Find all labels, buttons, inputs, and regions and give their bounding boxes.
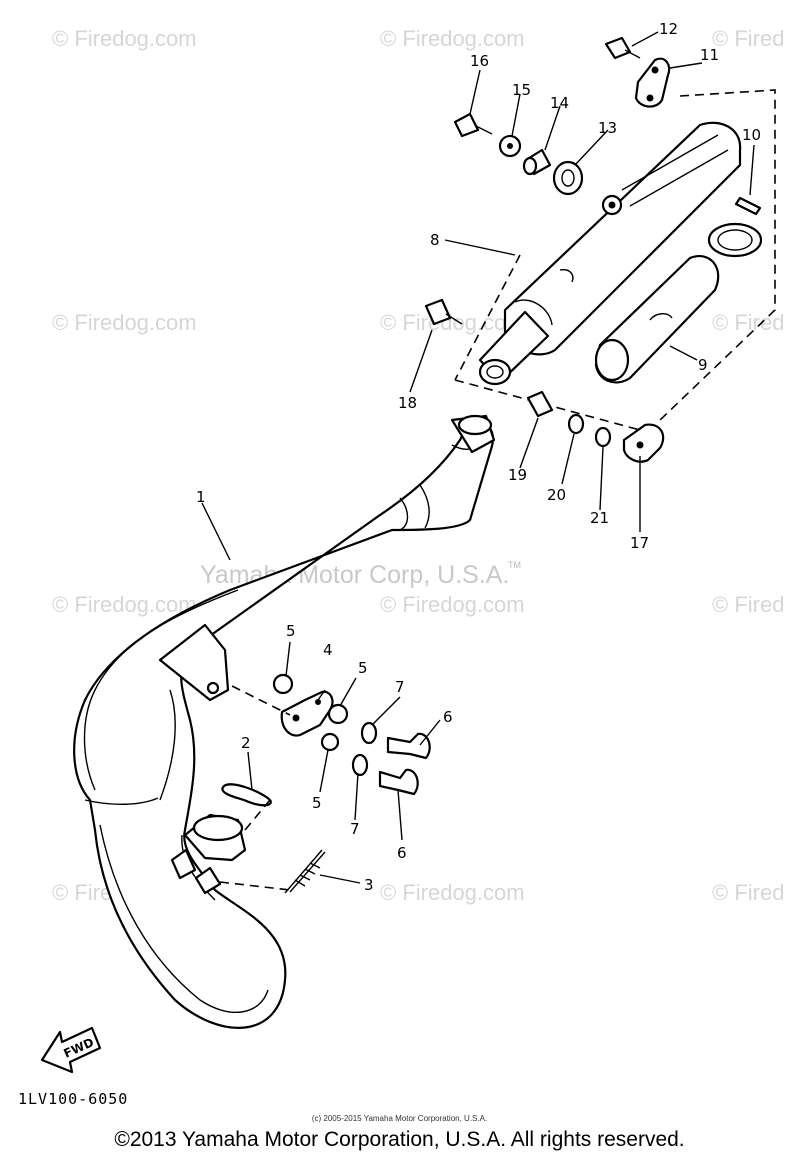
label-1: 1 bbox=[196, 488, 206, 506]
mid-hardware bbox=[221, 673, 431, 894]
label-10: 10 bbox=[742, 126, 761, 144]
small-copyright: (c) 2005-2015 Yamaha Motor Corporation, … bbox=[311, 1114, 488, 1123]
label-16: 16 bbox=[470, 52, 489, 70]
label-11: 11 bbox=[700, 46, 719, 64]
label-9: 9 bbox=[698, 356, 708, 374]
label-7: 7 bbox=[350, 820, 360, 838]
watermark: © Fired bbox=[712, 592, 784, 617]
watermark: © Firedog.com bbox=[52, 310, 197, 335]
watermark: © Fired bbox=[712, 310, 784, 335]
watermark: © Firedog.com bbox=[380, 26, 525, 51]
tm-mark: TM bbox=[508, 560, 521, 570]
label-20: 20 bbox=[547, 486, 566, 504]
watermark: © Firedog.com bbox=[380, 880, 525, 905]
forward-arrow: FWD bbox=[40, 1026, 102, 1074]
label-12: 12 bbox=[659, 20, 678, 38]
leader-lines bbox=[201, 31, 755, 884]
label-6: 6 bbox=[397, 844, 407, 862]
part-labels: 1 2 3 4 5 5 5 6 6 7 7 8 9 10 11 12 13 14… bbox=[196, 20, 761, 894]
watermark: © Firedog.com bbox=[52, 26, 197, 51]
label-3: 3 bbox=[364, 876, 374, 894]
watermark: © Firedog.com bbox=[380, 310, 525, 335]
label-5: 5 bbox=[312, 794, 322, 812]
main-copyright: ©2013 Yamaha Motor Corporation, U.S.A. A… bbox=[114, 1128, 685, 1151]
label-6: 6 bbox=[443, 708, 453, 726]
watermark: © Firedog.com bbox=[52, 592, 197, 617]
exhaust-pipe bbox=[73, 414, 496, 1029]
label-17: 17 bbox=[630, 534, 649, 552]
label-21: 21 bbox=[590, 509, 609, 527]
watermark: © Fired bbox=[712, 880, 784, 905]
label-13: 13 bbox=[598, 119, 617, 137]
silencer-assembly bbox=[454, 89, 776, 431]
label-7: 7 bbox=[395, 678, 405, 696]
label-14: 14 bbox=[550, 94, 569, 112]
top-hardware bbox=[424, 36, 671, 463]
label-2: 2 bbox=[241, 734, 251, 752]
watermark: © Firedog.com bbox=[380, 592, 525, 617]
label-5: 5 bbox=[286, 622, 296, 640]
diagram-code: 1LV100-6050 bbox=[18, 1090, 129, 1108]
label-15: 15 bbox=[512, 81, 531, 99]
connector-lines bbox=[219, 685, 291, 891]
label-19: 19 bbox=[508, 466, 527, 484]
label-4: 4 bbox=[323, 641, 333, 659]
label-8: 8 bbox=[430, 231, 440, 249]
label-18: 18 bbox=[398, 394, 417, 412]
label-5: 5 bbox=[358, 659, 368, 677]
watermark: © Fired bbox=[712, 26, 784, 51]
